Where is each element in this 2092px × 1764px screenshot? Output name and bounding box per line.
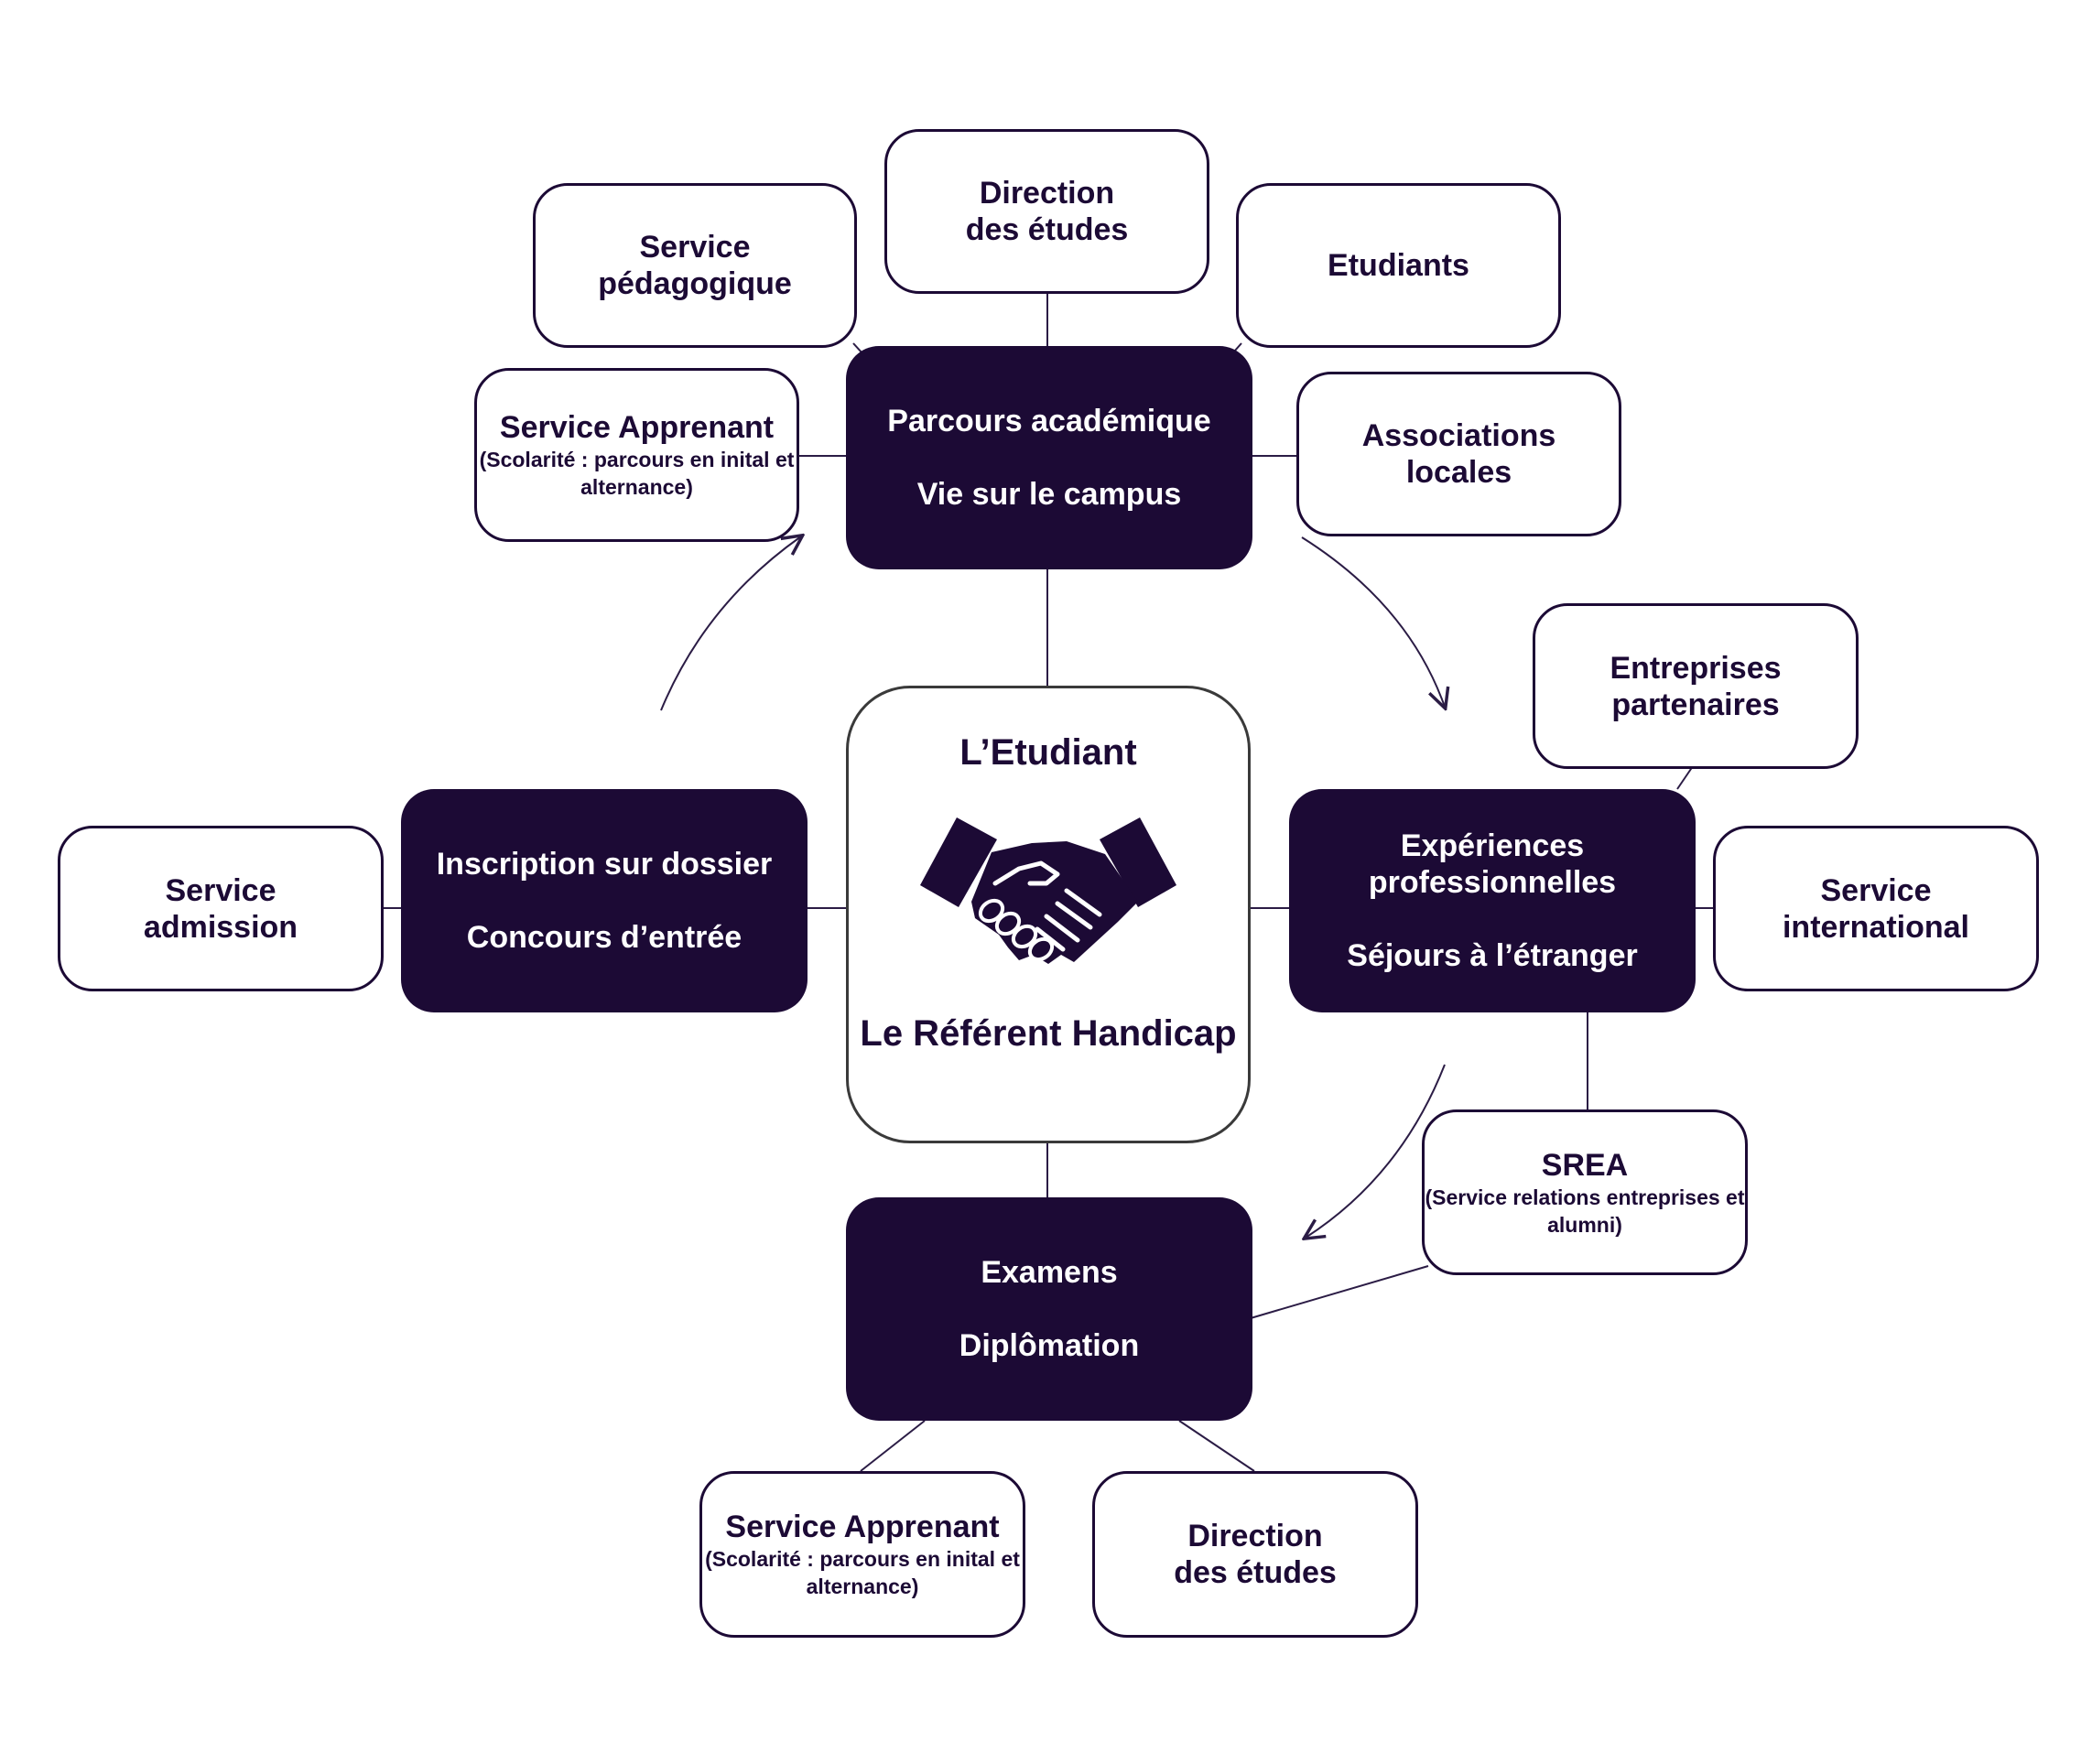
actor-label: Service admission (143, 872, 298, 945)
stage-line-2: Concours d’entrée (466, 920, 742, 955)
cycle-arrow-academic-to-professional (1301, 536, 1445, 707)
actor-detail: (Scolarité : parcours en inital et alter… (705, 1547, 1020, 1598)
stage-professional: Expériences professionnelles Séjours à l… (1289, 789, 1696, 1012)
connector-exams-direction (1178, 1420, 1255, 1472)
actor-direction-etudes-bottom: Direction des études (1092, 1471, 1418, 1638)
stage-admission: Inscription sur dossier Concours d’entré… (401, 789, 808, 1012)
handshake-icon (920, 817, 1176, 964)
actor-service-apprenant-top: Service Apprenant (Scolarité : parcours … (474, 368, 799, 542)
stage-line-2: Séjours à l’étranger (1347, 938, 1638, 973)
center-title: L’Etudiant (959, 732, 1137, 773)
actor-label: Etudiants (1328, 248, 1469, 283)
actor-detail: (Scolarité : parcours en inital et alter… (479, 448, 795, 499)
actor-label: Associations locales (1361, 418, 1556, 490)
actor-associations-locales: Associations locales (1296, 372, 1621, 536)
actor-title: Service Apprenant (725, 1510, 1000, 1544)
actor-direction-etudes-top: Direction des études (884, 129, 1209, 294)
stage-academic: Parcours académique Vie sur le campus (846, 346, 1252, 569)
center-subtitle: Le Référent Handicap (860, 1013, 1237, 1054)
stage-line-1: Inscription sur dossier (436, 847, 773, 882)
actor-service-international: Service international (1713, 826, 2039, 991)
actor-entreprises-partenaires: Entreprises partenaires (1533, 603, 1859, 769)
actor-etudiants: Etudiants (1236, 183, 1561, 348)
stage-line-2: Diplômation (959, 1328, 1140, 1363)
connector-exams-apprenant (860, 1420, 926, 1472)
actor-service-admission: Service admission (58, 826, 384, 991)
actor-label: Service pédagogique (598, 230, 792, 301)
actor-service-pedagogique: Service pédagogique (533, 183, 857, 348)
actor-service-apprenant-bottom: Service Apprenant (Scolarité : parcours … (699, 1471, 1025, 1638)
stage-line-2: Vie sur le campus (916, 477, 1182, 512)
actor-label: Service international (1782, 872, 1970, 945)
stage-exams: Examens Diplômation (846, 1197, 1252, 1421)
cycle-arrow-professional-to-exams (1306, 1064, 1446, 1238)
center-student-box: L’Etudiant Le (846, 686, 1251, 1143)
cycle-arrow-admission-to-academic (660, 536, 801, 711)
actor-detail: (Service relations entreprises et alumni… (1425, 1185, 1745, 1237)
stage-line-1: Parcours académique (887, 404, 1211, 438)
actor-title: SREA (1541, 1147, 1629, 1183)
actor-srea: SREA (Service relations entreprises et a… (1422, 1109, 1748, 1275)
actor-title: Service Apprenant (499, 410, 775, 445)
actor-label: Entreprises partenaires (1610, 650, 1782, 722)
connector-exams-srea (1250, 1265, 1429, 1319)
actor-label: Direction des études (1174, 1519, 1337, 1590)
stage-line-1: Expériences professionnelles (1368, 828, 1617, 900)
actor-label: Direction des études (965, 176, 1129, 247)
connector-professional-entreprises (1676, 765, 1694, 790)
stage-line-1: Examens (981, 1255, 1118, 1290)
